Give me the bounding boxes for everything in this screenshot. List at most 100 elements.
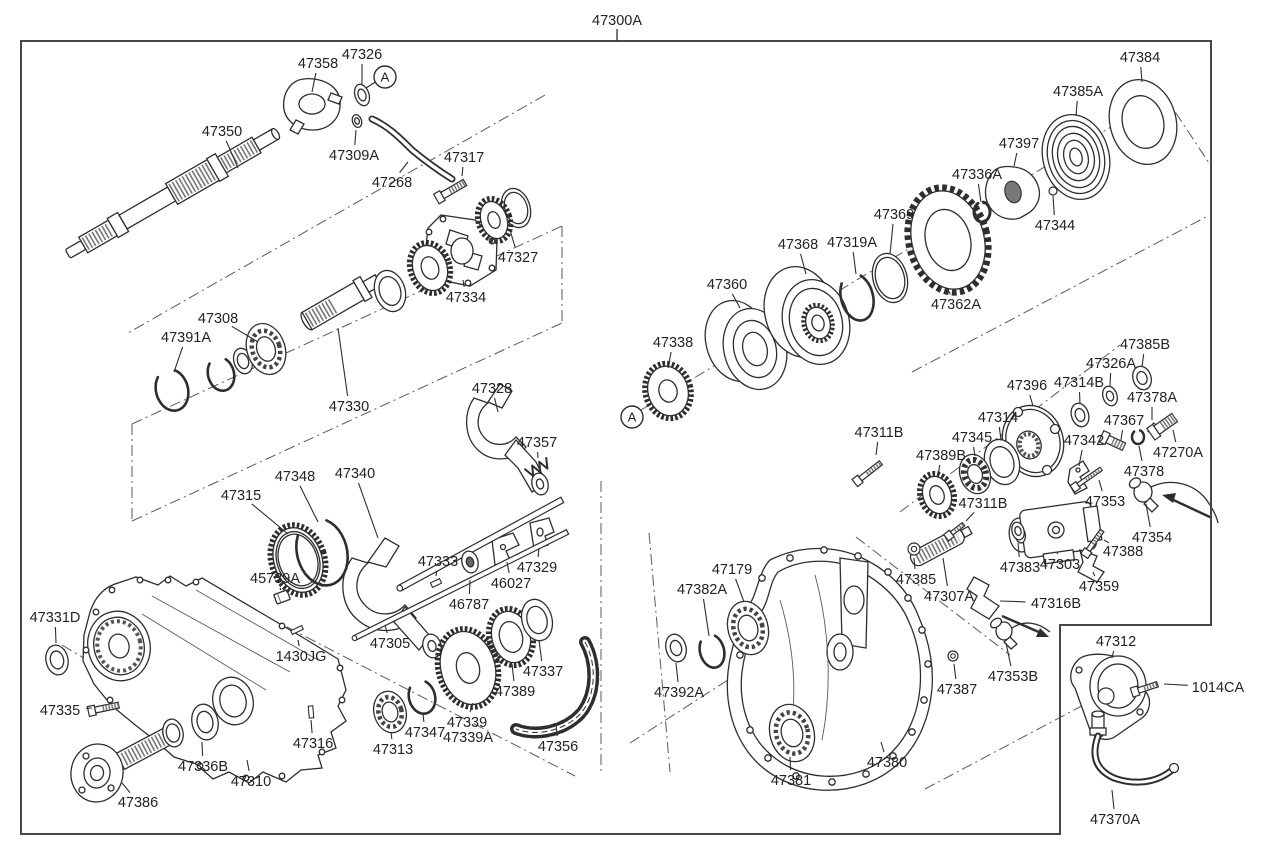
leader-line-47392A: [675, 662, 679, 683]
svg-text:A: A: [381, 70, 390, 85]
part-label-47383: 47383: [1000, 560, 1040, 576]
construction-line: [648, 532, 671, 773]
chain-47356: [510, 636, 600, 739]
leader-line-47396: [1029, 394, 1034, 407]
motor-47303: [1008, 501, 1103, 565]
leader-line-47338: [667, 351, 672, 369]
part-label-47391A: 47391A: [161, 330, 211, 346]
sun-gear-47334: [406, 240, 454, 296]
part-label-47336B: 47336B: [178, 759, 228, 775]
clip-45739A: [273, 589, 291, 605]
leader-line-47344: [1052, 195, 1055, 216]
leader-line-47342: [1078, 449, 1083, 467]
leader-line-47311B: [965, 512, 975, 522]
part-label-47313: 47313: [373, 742, 413, 758]
part-label-47317: 47317: [444, 150, 484, 166]
part-label-47308: 47308: [198, 311, 238, 327]
ring-47385B: [1132, 365, 1152, 391]
part-label-47268: 47268: [372, 175, 412, 191]
construction-line: [286, 626, 576, 777]
leader-line-47315: [251, 503, 289, 535]
construction-line: [629, 639, 791, 744]
part-label-46787: 46787: [449, 597, 489, 613]
leader-line-47353B: [1005, 642, 1012, 667]
part-label-47309A: 47309A: [329, 148, 379, 164]
bearing-47179: [726, 600, 770, 656]
gear-47389B: [916, 470, 958, 520]
leader-line-47179: [735, 578, 745, 603]
bolt-47353: [1069, 466, 1104, 494]
diagram-title: 47300A: [592, 13, 642, 29]
sensor-bolt-47317: [432, 178, 468, 205]
bracket-47316B: [966, 576, 1000, 620]
leader-line-47313: [390, 731, 393, 740]
leader-line-47328: [493, 397, 499, 413]
leader-line-47330: [337, 327, 349, 397]
leader-line-47354: [1145, 503, 1151, 528]
part-label-47315: 47315: [221, 488, 261, 504]
construction-line: [911, 216, 1207, 373]
leader-line-47360: [731, 293, 741, 309]
tube-47370A: [1089, 710, 1180, 786]
part-label-47385: 47385: [896, 572, 936, 588]
leader-line-47309A: [354, 129, 357, 146]
part-label-47326: 47326: [342, 47, 382, 63]
part-label-47316: 47316: [293, 736, 333, 752]
part-label-47362A: 47362A: [931, 297, 981, 313]
leader-line-47310: [246, 759, 250, 772]
leader-line-47384: [1140, 66, 1143, 83]
hub-47368: [763, 266, 851, 366]
leader-line-47391A: [173, 346, 184, 373]
part-label-47392A: 47392A: [654, 685, 704, 701]
leader-line-47367: [1120, 429, 1124, 441]
leader-line-47333: [435, 570, 438, 577]
washer-47334: [373, 269, 407, 313]
ring-47314B: [1070, 402, 1090, 428]
callout-marker-A-2: A: [620, 405, 644, 429]
construction-line: [924, 690, 1111, 790]
part-label-47329: 47329: [517, 560, 557, 576]
part-label-47389: 47389: [495, 684, 535, 700]
leader-line-47350: [225, 140, 239, 169]
leader-line-47368: [800, 253, 807, 275]
part-label-47384: 47384: [1120, 50, 1160, 66]
snap-ring-47382A: [698, 634, 726, 669]
part-label-47307A: 47307A: [924, 589, 974, 605]
gear-47327: [474, 195, 514, 245]
rail-47305: [351, 528, 570, 642]
leader-line-47358: [311, 72, 317, 93]
leader-line-47316: [310, 719, 313, 734]
stub-shaft-47330: [300, 273, 382, 331]
part-label-47339: 47339: [447, 715, 487, 731]
bearing-47308: [245, 322, 287, 376]
bolt-47311B-small: [942, 521, 966, 542]
leader-line-47329: [537, 547, 540, 558]
snap-ring-47308: [206, 357, 236, 393]
part-label-47319A: 47319A: [827, 235, 877, 251]
switch-47367: [1097, 429, 1127, 452]
part-label-47358: 47358: [298, 56, 338, 72]
input-shaft-47350: [65, 127, 281, 259]
construction-line: [127, 94, 546, 334]
part-label-47270A: 47270A: [1153, 445, 1203, 461]
part-label-46027: 46027: [491, 576, 531, 592]
gear-47338: [642, 360, 694, 422]
bearing-47385A: [1041, 113, 1111, 201]
leader-line-47369: [889, 223, 894, 255]
snap-ring-47348: [294, 519, 350, 587]
leader-line-47336B: [201, 741, 204, 757]
leader-line-46027: [506, 561, 510, 574]
part-label-47353B: 47353B: [988, 669, 1038, 685]
clip-47378: [1130, 429, 1146, 446]
plug-47270A: [1146, 412, 1179, 441]
part-label-47348: 47348: [275, 469, 315, 485]
leader-line-47334: [462, 279, 465, 288]
part-label-47347: 47347: [405, 725, 445, 741]
part-label-1430JG: 1430JG: [276, 649, 327, 665]
snap-ring-47391A: [154, 369, 190, 413]
part-label-47311B: 47311B: [855, 425, 904, 441]
part-label-47345: 47345: [952, 430, 992, 446]
part-label-47305: 47305: [370, 636, 410, 652]
part-label-47310: 47310: [231, 774, 271, 790]
